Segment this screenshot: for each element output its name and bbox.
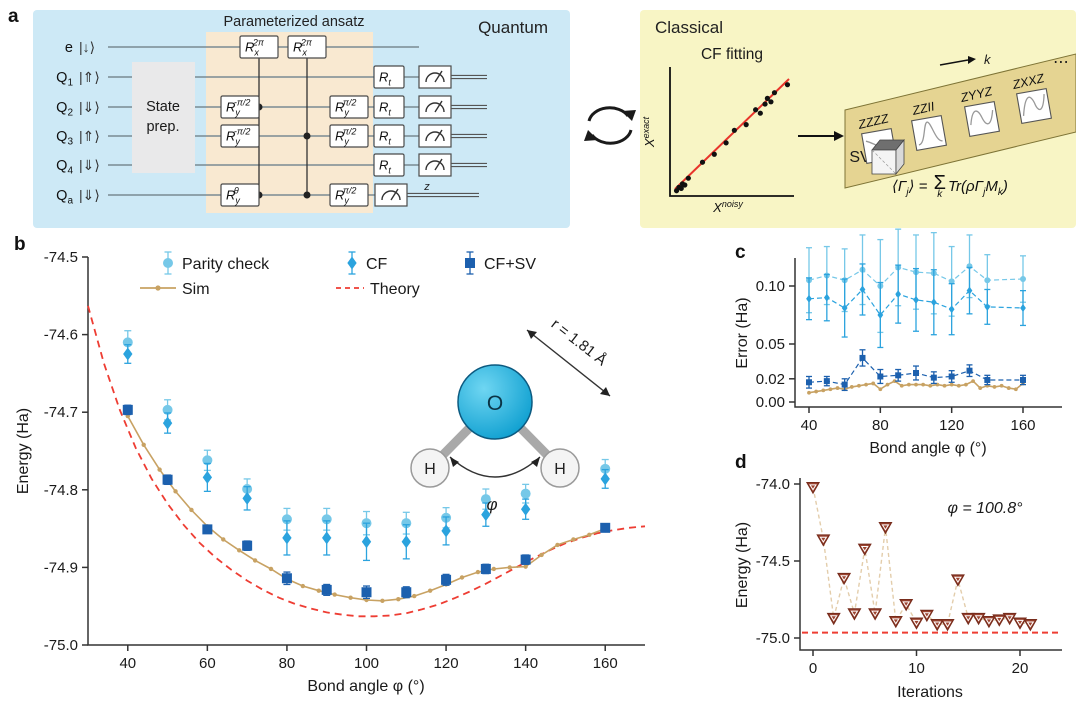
svg-text:Error (Ha): Error (Ha) bbox=[734, 297, 751, 368]
feedback-cycle-icon bbox=[584, 106, 636, 145]
svg-text:0.00: 0.00 bbox=[756, 394, 785, 411]
svg-text:Q1: Q1 bbox=[56, 70, 73, 89]
svg-text:H: H bbox=[554, 461, 566, 478]
svg-text:Energy (Ha): Energy (Ha) bbox=[15, 408, 32, 494]
svg-text:Rt: Rt bbox=[379, 158, 391, 176]
svg-text:120: 120 bbox=[939, 417, 964, 434]
svg-text:H: H bbox=[424, 461, 436, 478]
svg-text:Ryθ: Ryθ bbox=[226, 186, 240, 206]
svg-text:Ryπ/2: Ryπ/2 bbox=[335, 127, 356, 147]
svg-text:|⇓⟩: |⇓⟩ bbox=[79, 157, 100, 173]
svg-text:-74.0: -74.0 bbox=[756, 476, 790, 493]
svg-text:160: 160 bbox=[1010, 417, 1035, 434]
svg-text:Rx2π: Rx2π bbox=[293, 38, 313, 58]
svg-text:Xexact: Xexact bbox=[641, 116, 657, 148]
quantum-title: Quantum bbox=[478, 18, 548, 37]
svg-text:|⇑⟩: |⇑⟩ bbox=[79, 69, 100, 85]
svg-text:120: 120 bbox=[434, 655, 459, 672]
svg-text:Iterations: Iterations bbox=[897, 684, 963, 701]
svg-text:r = 1.81 Å: r = 1.81 Å bbox=[548, 316, 610, 370]
svg-text:Ryπ/2: Ryπ/2 bbox=[335, 186, 356, 206]
svg-text:Rx2π: Rx2π bbox=[245, 38, 265, 58]
svg-text:|↓⟩: |↓⟩ bbox=[79, 39, 95, 55]
svg-text:-75.0: -75.0 bbox=[44, 637, 78, 654]
svg-text:z: z bbox=[423, 181, 430, 193]
svg-text:Parity check: Parity check bbox=[182, 256, 270, 273]
svg-text:-74.9: -74.9 bbox=[44, 559, 78, 576]
svg-text:CF+SV: CF+SV bbox=[484, 256, 536, 273]
svg-text:Xnoisy: Xnoisy bbox=[712, 199, 743, 215]
svg-text:Q2: Q2 bbox=[56, 100, 73, 119]
svg-text:0.10: 0.10 bbox=[756, 278, 785, 295]
svg-text:|⇓⟩: |⇓⟩ bbox=[79, 99, 100, 115]
svg-text:40: 40 bbox=[801, 417, 818, 434]
svg-text:160: 160 bbox=[593, 655, 618, 672]
svg-text:Q3: Q3 bbox=[56, 129, 73, 148]
svg-text:20: 20 bbox=[1012, 660, 1029, 677]
svg-text:O: O bbox=[487, 392, 503, 415]
svg-text:ZZII: ZZII bbox=[910, 99, 936, 118]
svg-text:80: 80 bbox=[279, 655, 296, 672]
svg-text:Bond angle φ (°): Bond angle φ (°) bbox=[307, 678, 424, 695]
svg-text:Rt: Rt bbox=[379, 70, 391, 88]
svg-text:CF: CF bbox=[366, 256, 388, 273]
svg-text:Bond angle φ (°): Bond angle φ (°) bbox=[869, 440, 986, 457]
svg-text:Theory: Theory bbox=[370, 281, 420, 298]
svg-text:e: e bbox=[65, 40, 73, 56]
svg-text:0.05: 0.05 bbox=[756, 336, 785, 353]
svg-text:Sim: Sim bbox=[182, 281, 210, 298]
svg-text:-74.7: -74.7 bbox=[44, 404, 78, 421]
svg-text:Q4: Q4 bbox=[56, 158, 73, 177]
svg-text:-74.6: -74.6 bbox=[44, 327, 78, 344]
svg-text:-75.0: -75.0 bbox=[756, 630, 790, 647]
svg-text:Energy (Ha): Energy (Ha) bbox=[734, 522, 751, 608]
svg-text:-74.5: -74.5 bbox=[756, 553, 790, 570]
svg-text:80: 80 bbox=[872, 417, 889, 434]
svg-text:0: 0 bbox=[809, 660, 817, 677]
svg-text:Rt: Rt bbox=[379, 100, 391, 118]
panel-c-error-chart: 0.00 0.02 0.05 0.10 40 80 120 160 Error (Ha) Bond… bbox=[734, 228, 1062, 457]
svg-text:0.02: 0.02 bbox=[756, 371, 785, 388]
svg-text:10: 10 bbox=[908, 660, 925, 677]
panel-b-label: b bbox=[14, 234, 26, 255]
svg-text:|⇓⟩: |⇓⟩ bbox=[79, 187, 100, 203]
classical-title: Classical bbox=[655, 18, 724, 37]
svg-text:60: 60 bbox=[199, 655, 216, 672]
ansatz-title: Parameterized ansatz bbox=[223, 14, 365, 30]
svg-text:φ = 100.8°: φ = 100.8° bbox=[947, 500, 1023, 517]
panel-a-label: a bbox=[8, 6, 19, 27]
svg-text:φ: φ bbox=[486, 495, 497, 514]
svg-text:-74.8: -74.8 bbox=[44, 482, 78, 499]
svg-text:Ryπ/2: Ryπ/2 bbox=[335, 98, 356, 118]
svg-text:Ry-π/2: Ry-π/2 bbox=[226, 127, 250, 147]
svg-text:|⇑⟩: |⇑⟩ bbox=[79, 128, 100, 144]
water-molecule-inset: O H Hφ r = 1.81 Å bbox=[410, 316, 611, 514]
svg-text:100: 100 bbox=[354, 655, 379, 672]
svg-text:Ry-π/2: Ry-π/2 bbox=[226, 98, 250, 118]
svg-text:CF fitting: CF fitting bbox=[701, 46, 763, 63]
svg-text:40: 40 bbox=[119, 655, 136, 672]
svg-text:ZZZZ: ZZZZ bbox=[856, 111, 890, 132]
panel-b-energy-chart: -74.5 -74.6 -74.7 -74.8 -74.9 -75.0 40 60 80 100 1… bbox=[15, 249, 646, 695]
svg-text:k: k bbox=[984, 52, 992, 67]
panel-d-label: d bbox=[735, 452, 747, 473]
svg-text:Qa: Qa bbox=[56, 188, 73, 207]
svg-text:⋯: ⋯ bbox=[1053, 54, 1069, 71]
panel-b-legend: Parity check CF CF+SV Sim Theory bbox=[140, 251, 536, 298]
panel-d-iteration-chart: -74.0 -74.5 -75.0 0 10 20 Energy (Ha) Iteration… bbox=[734, 476, 1062, 701]
panel-c-label: c bbox=[735, 242, 746, 263]
svg-text:140: 140 bbox=[513, 655, 538, 672]
tensor-cube-icon bbox=[871, 138, 905, 176]
svg-text:Rt: Rt bbox=[379, 129, 391, 147]
svg-text:-74.5: -74.5 bbox=[44, 249, 78, 266]
classical-diagram: CF fittingXexactXnoisySVZZZZZZIIZYYZZXXZ… bbox=[641, 46, 1076, 215]
